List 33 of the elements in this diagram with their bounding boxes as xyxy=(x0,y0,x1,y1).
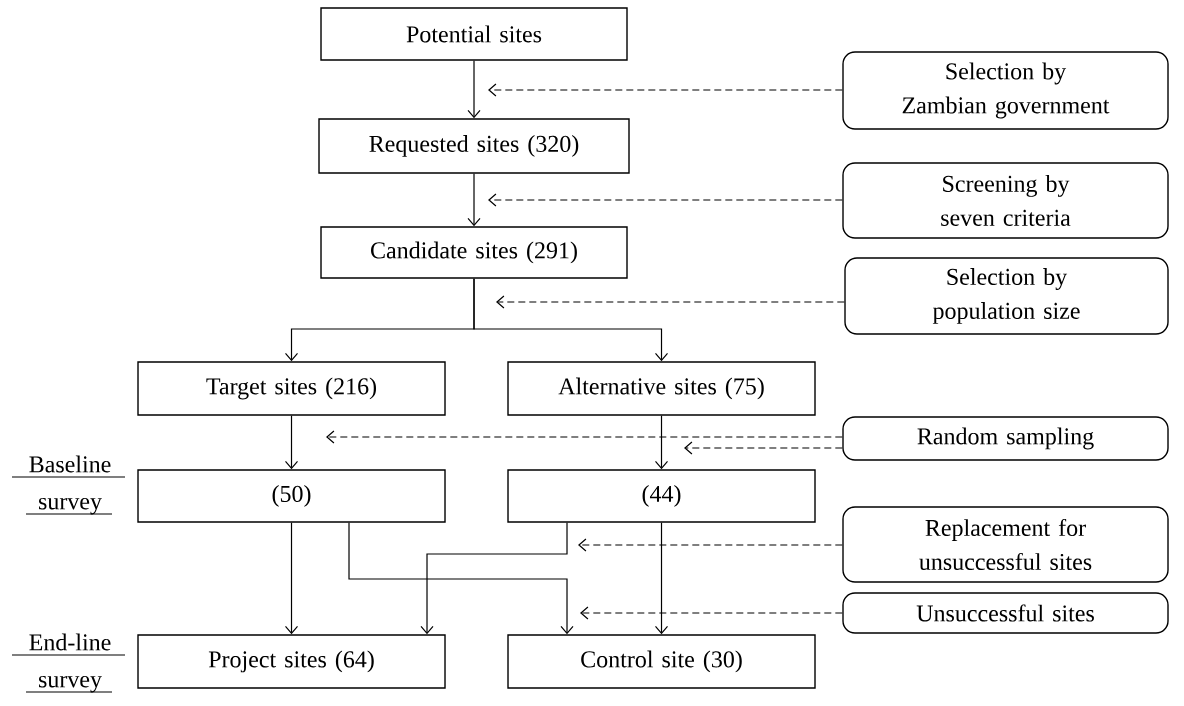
process-box: (50) xyxy=(137,469,446,523)
arrow xyxy=(473,278,669,362)
step-box: Replacement for unsuccessful sites xyxy=(842,506,1169,583)
step-box: Selection by Zambian government xyxy=(842,51,1169,130)
step-box: Unsuccessful sites xyxy=(842,592,1169,634)
arrow xyxy=(284,415,299,470)
dashed-arrow xyxy=(684,441,843,455)
survey-label: End-line survey xyxy=(11,633,126,693)
arrow xyxy=(654,415,669,470)
arrow xyxy=(467,60,481,119)
dashed-arrow xyxy=(488,83,843,97)
process-box: Target sites (216) xyxy=(137,361,446,416)
dashed-arrow xyxy=(496,295,845,309)
step-box: Random sampling xyxy=(842,416,1169,461)
dashed-arrow xyxy=(578,538,843,552)
arrow xyxy=(348,522,574,635)
process-box: Project sites (64) xyxy=(137,634,446,689)
process-box: Potential sites xyxy=(320,7,628,61)
dashed-arrow xyxy=(580,606,843,620)
step-box: Screening by seven criteria xyxy=(842,162,1169,239)
process-box: Alternative sites (75) xyxy=(507,361,816,416)
process-box: Control site (30) xyxy=(507,634,816,689)
process-box: Candidate sites (291) xyxy=(320,226,628,279)
dashed-arrow xyxy=(326,430,843,444)
process-box: (44) xyxy=(507,469,816,523)
process-box: Requested sites (320) xyxy=(318,118,630,174)
arrow xyxy=(654,522,669,635)
survey-label: Baseline survey xyxy=(11,455,126,515)
arrow xyxy=(284,522,299,635)
step-box: Selection by population size xyxy=(844,257,1169,335)
arrow xyxy=(420,522,568,635)
dashed-arrow xyxy=(488,193,843,207)
arrow xyxy=(467,173,481,227)
